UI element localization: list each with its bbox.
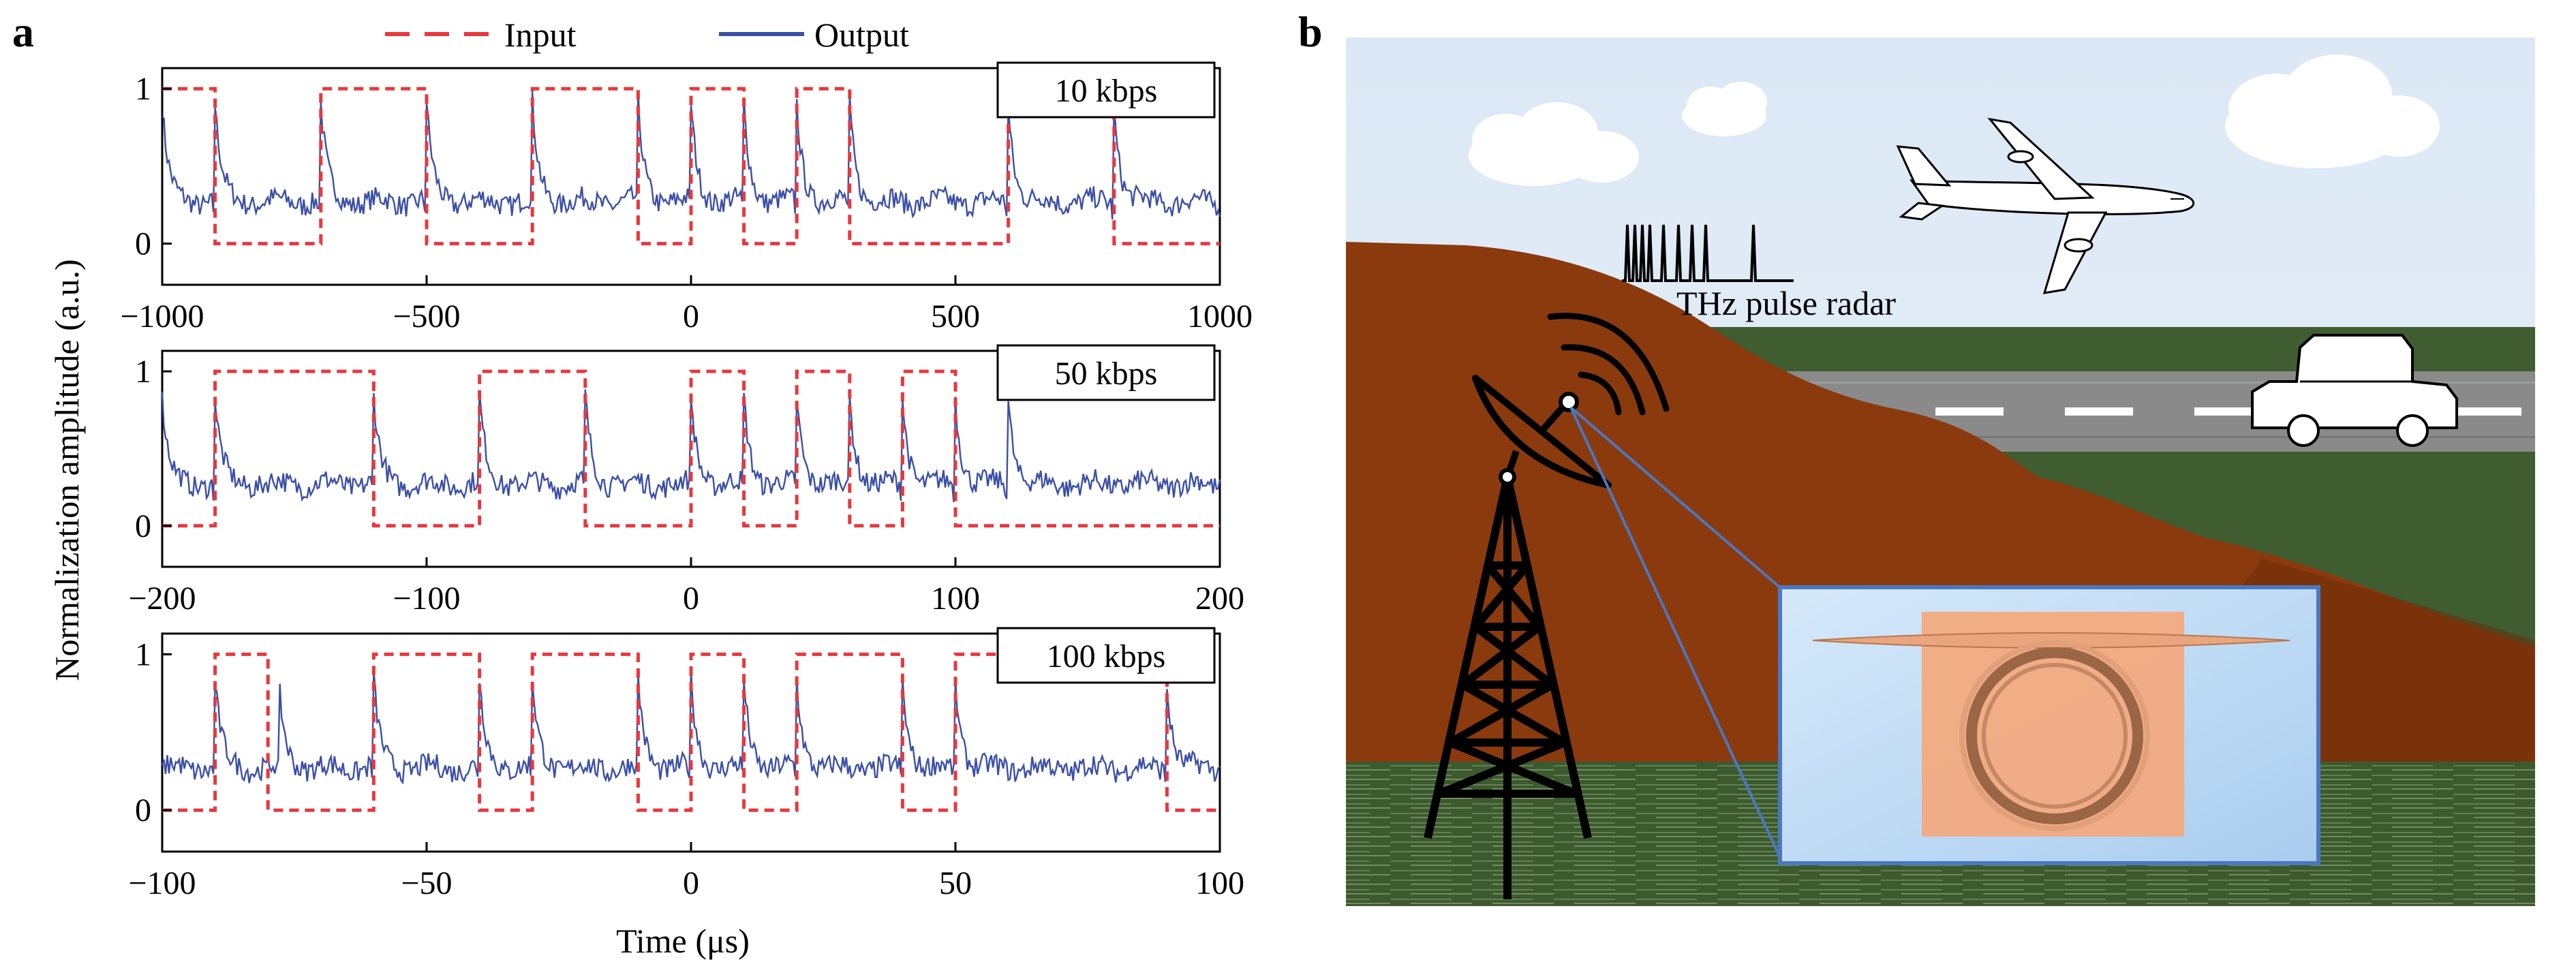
y-tick-label: 0 [135, 792, 151, 828]
x-tick-label: −100 [393, 580, 460, 617]
tower-icon [1424, 468, 1592, 899]
callout-line [1569, 406, 1783, 591]
legend: Input Output [385, 16, 909, 54]
bitrate-label: 100 kbps [1047, 638, 1166, 674]
x-tick-label: 0 [683, 865, 699, 901]
cloud-icon [2225, 55, 2440, 168]
input-series-line [162, 652, 1220, 812]
bitrate-label: 10 kbps [1055, 73, 1158, 109]
bitrate-box [996, 627, 1216, 684]
panel-b-label: b [1298, 7, 1323, 56]
airplane-icon [1896, 117, 2195, 294]
radar-label: THz pulse radar [1676, 284, 1896, 322]
x-tick-label: 200 [1195, 580, 1244, 617]
x-tick-label: 1000 [1187, 298, 1253, 335]
callout-line [1569, 407, 1783, 862]
x-tick-label: −50 [401, 865, 452, 901]
x-tick-label: −1000 [120, 298, 204, 335]
x-tick-label: 0 [683, 298, 699, 335]
legend-input-label: Input [504, 16, 577, 54]
bitrate-box [996, 61, 1216, 119]
y-tick-label: 0 [135, 226, 151, 262]
y-tick-label: 1 [135, 71, 151, 107]
legend-output-label: Output [814, 16, 909, 54]
cloud-icon [1469, 102, 1639, 186]
cloud-icon [1682, 82, 1767, 136]
microresonator-inset [1778, 585, 2320, 865]
bus-waveguide [1812, 632, 2290, 649]
x-tick-label: −200 [128, 580, 196, 617]
x-axis-label: Time (μs) [616, 922, 750, 960]
x-tick-label: 50 [939, 865, 972, 901]
x-tick-label: 100 [931, 580, 980, 617]
input-series-line [162, 87, 1220, 246]
y-tick-label: 1 [135, 354, 151, 390]
x-tick-label: −500 [393, 298, 460, 335]
x-tick-label: 0 [683, 580, 699, 617]
car-icon [2251, 334, 2458, 447]
panel-a-label: a [12, 7, 34, 56]
scene: THz pulse radar [1346, 37, 2535, 906]
y-axis-label: Normalization amplitude (a.u.) [48, 259, 86, 681]
y-tick-label: 1 [135, 636, 151, 672]
bitrate-box [996, 344, 1216, 401]
x-tick-label: −100 [128, 865, 196, 901]
bitrate-label: 50 kbps [1055, 356, 1158, 392]
ring-resonator [1966, 647, 2143, 824]
y-tick-label: 0 [135, 508, 151, 544]
radio-waves-icon [1547, 313, 1670, 416]
x-tick-label: 100 [1195, 865, 1244, 901]
input-series-line [162, 369, 1220, 528]
x-tick-label: 500 [931, 298, 980, 335]
thz-pulse-icon [1622, 224, 1794, 282]
output-series-line [162, 91, 1221, 220]
